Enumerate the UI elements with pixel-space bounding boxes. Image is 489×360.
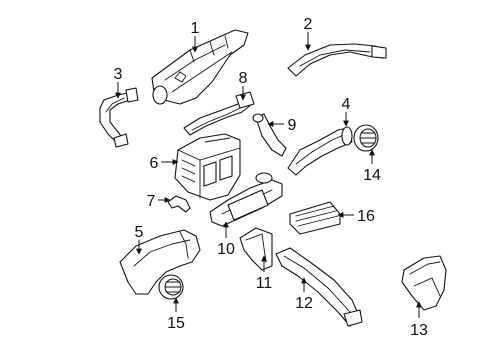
callout-9: 9	[288, 117, 297, 134]
callout-labels: 1 2 3 4 5 6 7 8 9 10 11 12 13 14 15 16	[114, 16, 428, 339]
part-12-long-duct	[275, 247, 363, 327]
part-16-rect-vent	[289, 201, 341, 235]
part-7-drain-hose	[167, 195, 191, 213]
part-4-rear-duct	[287, 126, 353, 176]
part-15-round-vent	[158, 274, 184, 300]
leader-lines	[115, 32, 422, 318]
part-2-defroster-duct	[287, 43, 387, 77]
callout-15: 15	[167, 315, 185, 332]
part-5-floor-duct	[119, 229, 201, 295]
callout-5: 5	[135, 224, 144, 241]
part-14-round-vent	[353, 124, 379, 152]
callout-7: 7	[147, 193, 156, 210]
part-11-short-duct	[239, 227, 273, 271]
callout-4: 4	[342, 96, 351, 113]
callout-14: 14	[363, 167, 381, 184]
part-9-elbow-tube	[252, 113, 287, 157]
part-6-hvac-module	[174, 133, 241, 201]
callout-2: 2	[304, 16, 313, 33]
part-3-hose	[99, 87, 139, 148]
callout-8: 8	[239, 70, 248, 87]
callout-3: 3	[114, 66, 123, 83]
callout-1: 1	[191, 20, 200, 37]
callout-10: 10	[217, 241, 235, 258]
part-10-duct	[209, 172, 283, 227]
part-1-panel-duct	[151, 29, 249, 105]
callout-16: 16	[357, 208, 375, 225]
callout-12: 12	[295, 295, 313, 312]
callout-13: 13	[410, 322, 428, 339]
callout-6: 6	[150, 155, 159, 172]
part-13-outlet-vent	[401, 255, 447, 311]
callout-11: 11	[256, 275, 273, 292]
